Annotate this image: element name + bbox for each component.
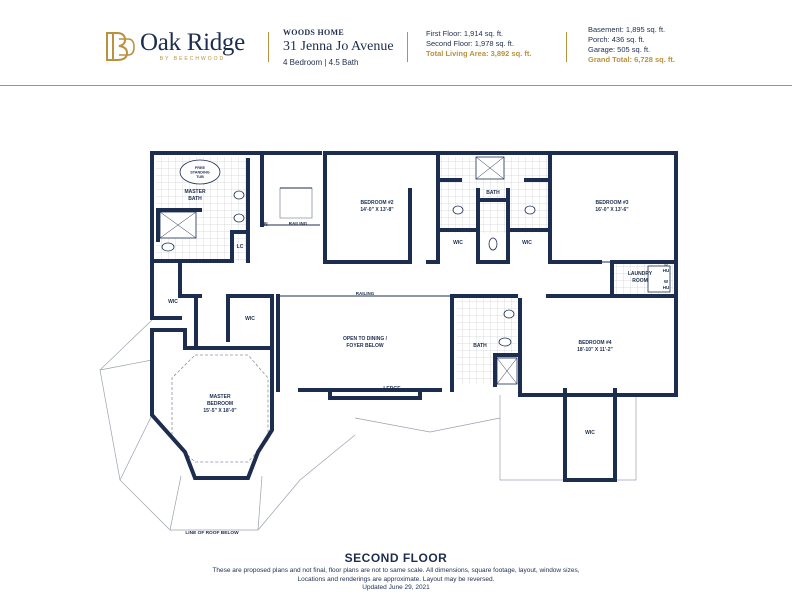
master-bath-label: MASTER <box>184 189 206 195</box>
floor-sq-footage: First Floor: 1,914 sq. ft. Second Floor:… <box>426 29 531 59</box>
wic-label: WIC <box>168 299 178 305</box>
wic-label: WIC <box>585 430 595 436</box>
washer-label: HU <box>663 285 670 290</box>
basement-sqft: Basement: 1,895 sq. ft. <box>588 25 666 34</box>
toilet-icon <box>161 242 175 252</box>
porch-sqft: Porch: 436 sq. ft. <box>588 35 645 44</box>
sink-icon <box>524 205 536 215</box>
sink-icon <box>233 213 245 223</box>
brand-tagline: BY BEECHWOOD <box>159 55 226 62</box>
bath-label: BATH <box>486 190 500 196</box>
room-labels: FREE STANDING TUB MASTER BATH LC DN RAIL… <box>168 166 669 536</box>
second-floor-plan: FREE STANDING TUB MASTER BATH LC DN RAIL… <box>95 145 695 545</box>
stair-railing <box>279 187 313 219</box>
garage-sqft: Garage: 505 sq. ft. <box>588 45 651 54</box>
header: Oak Ridge BY BEECHWOOD WOODS HOME 31 Jen… <box>0 0 792 86</box>
other-sq-footage: Basement: 1,895 sq. ft. Porch: 436 sq. f… <box>588 25 675 65</box>
lc-label: LC <box>237 244 244 250</box>
laundry-unit-icon <box>647 265 671 293</box>
master-bedroom-size: 15'-5" X 18'-0" <box>203 408 237 414</box>
open-to-dining-label: FOYER BELOW <box>346 343 384 349</box>
total-living-sqft: Total Living Area: 3,892 sq. ft. <box>426 49 532 58</box>
laundry-label: ROOM <box>632 278 648 284</box>
brand-name: Oak Ridge <box>140 28 245 56</box>
grand-total-sqft: Grand Total: 6,728 sq. ft. <box>588 55 675 64</box>
dn-label: DN <box>260 222 268 228</box>
railing-label: RAILING <box>356 291 375 296</box>
walls <box>150 151 678 482</box>
first-floor-sqft: First Floor: 1,914 sq. ft. <box>426 29 504 38</box>
home-address: 31 Jenna Jo Avenue <box>283 39 394 54</box>
bedroom3-label: BEDROOM #3 <box>595 200 628 206</box>
roof-line-label: LINE OF ROOF BELOW <box>185 530 239 536</box>
laundry-label: LAUNDRY <box>628 271 653 277</box>
divider <box>566 32 567 62</box>
bedroom2-size: 14'-0" X 13'-8" <box>360 207 394 213</box>
disclaimer-line: Locations and renderings are approximate… <box>297 575 495 583</box>
bedroom2-label: BEDROOM #2 <box>360 200 393 206</box>
toilet-icon <box>498 337 512 347</box>
bedroom4-size: 18'-10" X 11'-2" <box>577 347 613 353</box>
oak-ridge-monogram-icon <box>106 32 135 61</box>
tub-label: STANDING <box>190 171 210 175</box>
dryer-label: D <box>664 262 668 267</box>
master-bath-label: BATH <box>188 196 202 202</box>
master-bedroom-label: MASTER <box>209 394 231 400</box>
tub-label: TUB <box>196 175 204 179</box>
second-floor-sqft: Second Floor: 1,978 sq. ft. <box>426 39 514 48</box>
divider <box>268 32 269 62</box>
dryer-label: HU <box>663 268 670 273</box>
home-beds-baths: 4 Bedroom | 4.5 Bath <box>283 58 359 67</box>
railings <box>262 187 612 297</box>
fixtures <box>159 156 671 385</box>
divider <box>407 32 408 62</box>
disclaimer-line: These are proposed plans and not final, … <box>212 567 580 574</box>
disclaimer: These are proposed plans and not final, … <box>0 567 792 593</box>
home-info: WOODS HOME 31 Jenna Jo Avenue 4 Bedroom … <box>283 28 394 67</box>
washer-label: W <box>664 279 669 284</box>
bedroom4-label: BEDROOM #4 <box>578 340 611 346</box>
roof-outline <box>99 319 637 531</box>
wic-label: WIC <box>245 316 255 322</box>
master-ceiling-outline <box>171 354 269 463</box>
updated-date: Updated June 29, 2021 <box>362 584 430 591</box>
floor-title: SECOND FLOOR <box>344 551 448 565</box>
floor-plan-drawing: FREE STANDING TUB MASTER BATH LC DN RAIL… <box>99 151 678 536</box>
home-label: WOODS HOME <box>283 28 345 37</box>
toilet-icon <box>488 237 498 251</box>
open-to-dining-label: OPEN TO DINING / <box>343 336 388 342</box>
bath-label: BATH <box>473 343 487 349</box>
bedroom3-size: 16'-0" X 13'-6" <box>595 207 629 213</box>
wic-label: WIC <box>453 240 463 246</box>
tub-icon <box>179 159 221 185</box>
ledge-label: LEDGE <box>383 386 401 392</box>
wic-label: WIC <box>522 240 532 246</box>
oak-ridge-logo: Oak Ridge BY BEECHWOOD <box>104 30 245 62</box>
tub-label: FREE <box>195 166 206 170</box>
sink-icon <box>233 190 245 200</box>
sink-icon <box>503 309 515 319</box>
stair-railing-label: RAILING <box>289 221 308 226</box>
master-bedroom-label: BEDROOM <box>207 401 233 407</box>
header-rule <box>0 85 792 86</box>
sink-icon <box>452 205 464 215</box>
